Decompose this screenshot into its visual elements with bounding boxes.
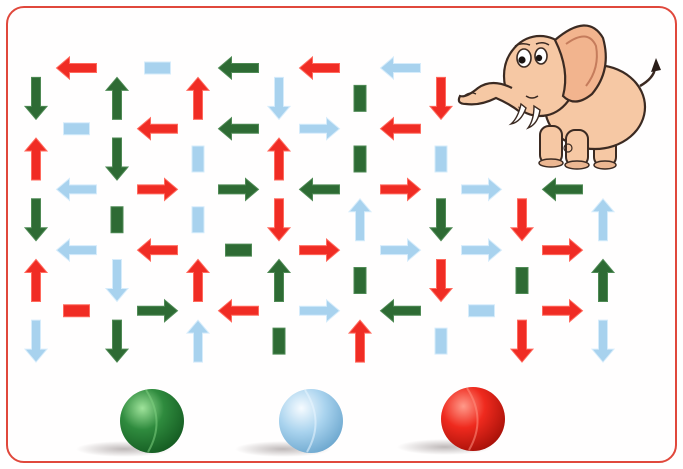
arrow-up-icon	[106, 77, 128, 119]
path-segment-vertical	[354, 146, 366, 172]
path-segment-vertical	[273, 328, 285, 354]
elephant-character	[459, 25, 661, 169]
arrow-left-icon	[300, 178, 340, 200]
arrow-down-icon	[25, 320, 47, 362]
arrow-right-icon	[462, 178, 502, 200]
arrow-down-icon	[430, 77, 452, 119]
arrow-down-icon	[430, 199, 452, 241]
arrow-right-icon	[219, 178, 259, 200]
arrow-down-icon	[268, 199, 290, 241]
arrow-left-icon	[138, 239, 178, 261]
arrow-left-icon	[219, 118, 259, 140]
arrow-right-icon	[300, 300, 340, 322]
arrow-left-icon	[543, 178, 583, 200]
arrow-left-icon	[57, 178, 97, 200]
arrow-up-icon	[187, 259, 209, 301]
path-segment-horizontal	[226, 244, 252, 256]
arrow-right-icon	[462, 239, 502, 261]
arrow-down-icon	[592, 320, 614, 362]
arrow-down-icon	[106, 138, 128, 180]
arrow-right-icon	[543, 239, 583, 261]
path-segment-vertical	[516, 267, 528, 293]
arrow-right-icon	[543, 300, 583, 322]
arrow-down-icon	[430, 259, 452, 301]
arrow-down-icon	[511, 199, 533, 241]
path-segment-vertical	[192, 146, 204, 172]
arrow-up-icon	[349, 199, 371, 241]
arrow-up-icon	[187, 320, 209, 362]
arrow-down-icon	[106, 320, 128, 362]
arrow-right-icon	[300, 118, 340, 140]
arrow-down-icon	[268, 77, 290, 119]
path-segment-vertical	[354, 267, 366, 293]
path-segment-horizontal	[64, 305, 90, 317]
arrow-right-icon	[300, 239, 340, 261]
arrow-up-icon	[592, 199, 614, 241]
arrow-down-icon	[106, 259, 128, 301]
path-segment-vertical	[111, 207, 123, 233]
arrow-left-icon	[57, 239, 97, 261]
arrow-down-icon	[511, 320, 533, 362]
path-segment-horizontal	[64, 123, 90, 135]
arrow-right-icon	[381, 178, 421, 200]
path-segment-horizontal	[145, 62, 171, 74]
arrow-left-icon	[57, 57, 97, 79]
arrow-up-icon	[268, 259, 290, 301]
arrow-up-icon	[25, 138, 47, 180]
arrow-left-icon	[138, 118, 178, 140]
arrow-left-icon	[381, 57, 421, 79]
path-segment-vertical	[435, 328, 447, 354]
arrow-right-icon	[138, 300, 178, 322]
arrow-left-icon	[219, 57, 259, 79]
path-segment-vertical	[435, 146, 447, 172]
path-segment-vertical	[354, 85, 366, 111]
arrow-left-icon	[300, 57, 340, 79]
balls-row	[76, 387, 505, 457]
arrow-up-icon	[349, 320, 371, 362]
arrow-right-icon	[138, 178, 178, 200]
path-segment-vertical	[192, 207, 204, 233]
arrow-up-icon	[592, 259, 614, 301]
arrow-up-icon	[268, 138, 290, 180]
arrow-right-icon	[381, 239, 421, 261]
arrow-down-icon	[25, 199, 47, 241]
path-segment-horizontal	[469, 305, 495, 317]
arrow-left-icon	[219, 300, 259, 322]
arrow-down-icon	[25, 77, 47, 119]
arrow-left-icon	[381, 118, 421, 140]
arrow-left-icon	[381, 300, 421, 322]
arrow-up-icon	[187, 77, 209, 119]
arrow-up-icon	[25, 259, 47, 301]
